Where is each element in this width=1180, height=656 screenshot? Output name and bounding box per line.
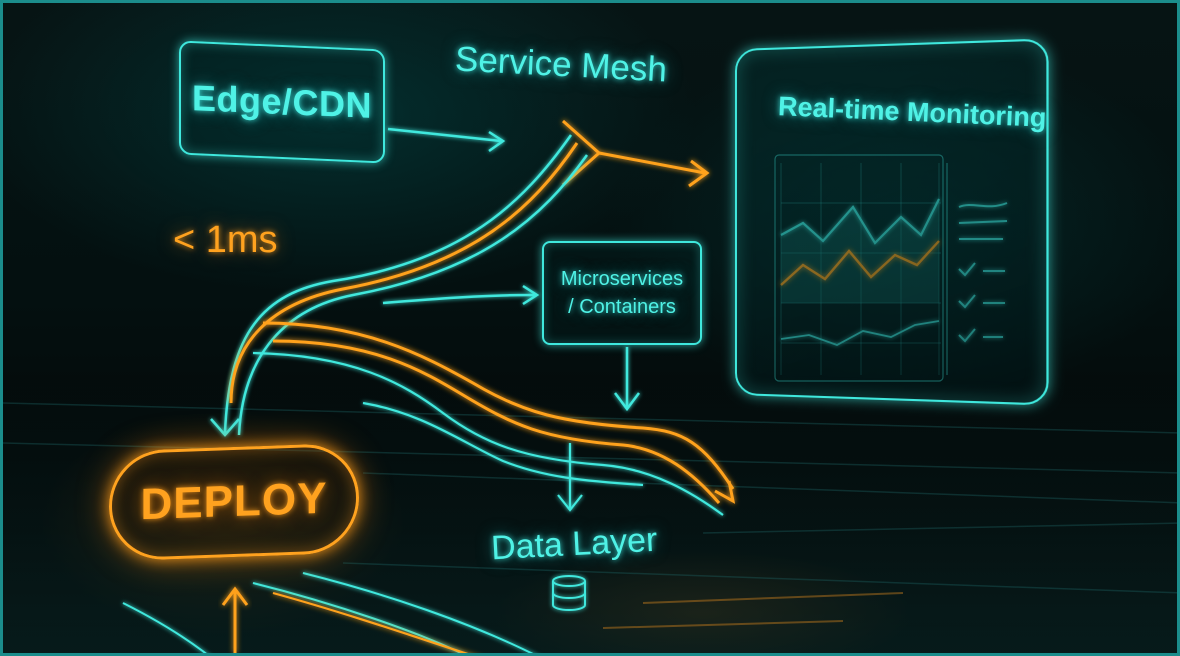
bottom-streaks [123,573,543,656]
database-icon [553,576,585,610]
bottom-to-deploy-arrow [223,589,247,653]
bottom-orange-streaks [273,593,483,656]
deploy-node: DEPLOY [109,443,359,562]
to-micro-arrow [383,286,537,304]
edge-to-mesh-arrow [388,129,503,151]
edge-cdn-label: Edge/CDN [192,80,372,124]
mesh-to-monitor-arrow [563,121,707,186]
microservices-node: Microservices / Containers [542,241,702,345]
mesh-to-deploy-lines [211,135,587,435]
data-layer-label: Data Layer [490,523,658,566]
latency-label: < 1ms [173,221,278,259]
microservices-label-line2: / Containers [568,297,676,317]
micro-down-arrow [615,347,639,409]
deploy-label: DEPLOY [141,477,328,528]
microservices-label-line1: Microservices [561,269,683,289]
edge-cdn-node: Edge/CDN [179,41,385,164]
